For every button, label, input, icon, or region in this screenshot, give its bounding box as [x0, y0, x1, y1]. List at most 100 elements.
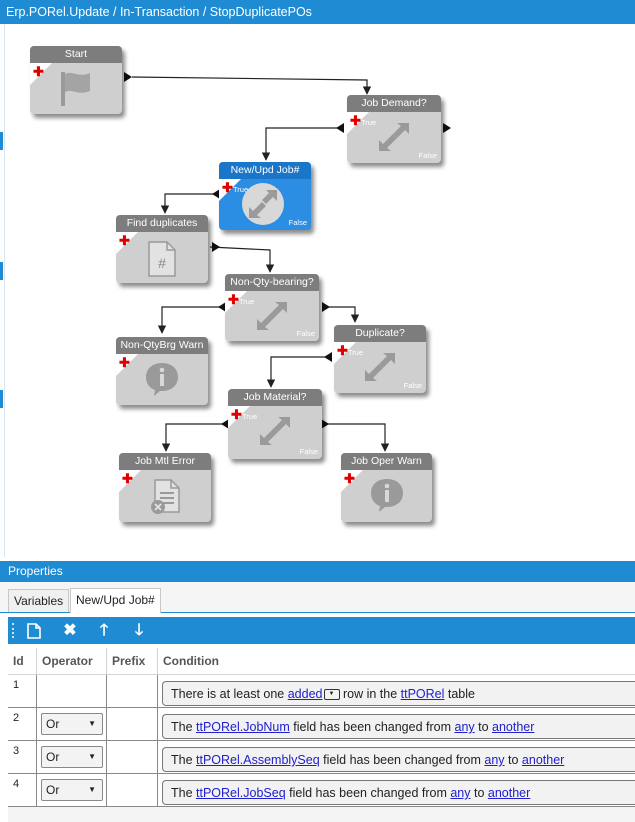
workflow-node-job-demand[interactable]: Job Demand? ✚ True False — [347, 95, 441, 163]
condition-link-to[interactable]: another — [492, 720, 535, 734]
true-branch-label: True — [233, 185, 249, 194]
condition-text: The ttPORel.JobNum field has been change… — [162, 714, 635, 739]
node-title: Start — [30, 46, 122, 63]
condition-text: The ttPORel.JobSeq field has been change… — [162, 780, 635, 805]
node-corner — [228, 406, 250, 428]
column-header-id: Id — [8, 648, 37, 675]
condition-link-from[interactable]: any — [450, 786, 471, 800]
node-title: Find duplicates — [116, 215, 208, 232]
canvas-edge-marker — [0, 390, 3, 408]
error-document-icon — [151, 479, 180, 514]
node-corner — [119, 470, 141, 492]
toolbar-grip — [12, 623, 16, 638]
column-header-condition: Condition — [158, 648, 635, 675]
condition-link-to[interactable]: another — [487, 786, 531, 800]
add-icon[interactable]: ✚ — [119, 355, 130, 370]
add-icon[interactable]: ✚ — [119, 233, 130, 248]
node-title: Non-QtyBrg Warn — [116, 337, 208, 354]
workflow-node-find-duplicates[interactable]: Find duplicates ✚ # — [116, 215, 208, 283]
workflow-node-duplicate[interactable]: Duplicate? ✚ True False — [334, 325, 426, 393]
condition-link-from[interactable]: any — [484, 753, 505, 767]
condition-cell: The ttPORel.AssemblySeq field has been c… — [158, 741, 635, 774]
table-row-id: 3 — [8, 741, 37, 774]
prefix-cell[interactable] — [107, 675, 158, 708]
node-corner — [341, 470, 363, 492]
node-corner — [30, 63, 52, 85]
move-down-icon[interactable]: 🡓 — [134, 622, 144, 639]
true-branch-label: True — [361, 118, 377, 127]
canvas-edge-marker — [0, 132, 3, 150]
svg-text:#: # — [158, 255, 166, 271]
tab-new-upd-job[interactable]: New/Upd Job# — [70, 588, 161, 613]
workflow-node-job-material[interactable]: Job Material? ✚ True False — [228, 389, 322, 459]
new-icon[interactable] — [24, 621, 44, 641]
hash-document-icon: # — [148, 241, 176, 277]
add-icon[interactable]: ✚ — [337, 343, 348, 358]
operator-select[interactable]: Or▼ — [41, 746, 103, 768]
dropdown-arrow-icon: ▼ — [88, 752, 96, 761]
node-corner — [116, 354, 138, 376]
info-bubble-icon — [371, 479, 403, 512]
column-header-operator: Operator — [37, 648, 107, 675]
tab-variables[interactable]: Variables — [8, 589, 70, 612]
prefix-cell[interactable] — [107, 741, 158, 774]
properties-panel-title: Properties — [0, 561, 635, 582]
condition-link-table[interactable]: ttPORel — [400, 687, 445, 701]
add-icon[interactable]: ✚ — [350, 113, 361, 128]
table-footer — [8, 807, 635, 822]
move-up-icon[interactable]: 🡑 — [99, 622, 109, 639]
dropdown-arrow-icon: ▼ — [88, 785, 96, 794]
operator-select[interactable]: Or▼ — [41, 713, 103, 735]
workflow-node-non-qtybrg-warn[interactable]: Non-QtyBrg Warn ✚ — [116, 337, 208, 405]
condition-link-added[interactable]: added — [287, 687, 323, 701]
add-icon[interactable]: ✚ — [122, 471, 133, 486]
condition-cell: There is at least one added▼ row in the … — [158, 675, 635, 708]
table-row-id: 1 — [8, 675, 37, 708]
node-corner — [225, 291, 247, 313]
workflow-node-new-upd-job[interactable]: New/Upd Job# ✚ True False — [219, 162, 311, 230]
workflow-node-job-oper-warn[interactable]: Job Oper Warn ✚ — [341, 453, 432, 522]
add-icon[interactable]: ✚ — [33, 64, 44, 79]
table-row-id: 4 — [8, 774, 37, 807]
connector-lines — [124, 72, 451, 452]
info-bubble-icon — [146, 363, 178, 396]
condition-link-field[interactable]: ttPORel.AssemblySeq — [196, 753, 320, 767]
add-icon[interactable]: ✚ — [228, 292, 239, 307]
true-branch-label: True — [348, 348, 364, 357]
node-corner — [219, 179, 241, 201]
condition-arrows-icon — [260, 417, 290, 445]
true-branch-label: True — [239, 297, 255, 306]
node-title: Job Demand? — [347, 95, 441, 112]
false-branch-label: False — [288, 218, 307, 227]
false-branch-label: False — [296, 329, 315, 338]
delete-icon[interactable]: ✖ — [63, 622, 77, 639]
workflow-node-start[interactable]: Start ✚ — [30, 46, 122, 114]
conditions-table: Id Operator Prefix Condition 1 There is … — [8, 648, 635, 822]
add-icon[interactable]: ✚ — [231, 407, 242, 422]
conditions-toolbar: ✖ 🡑 🡓 — [8, 617, 635, 644]
condition-link-field[interactable]: ttPORel.JobSeq — [196, 786, 286, 800]
node-title: New/Upd Job# — [219, 162, 311, 179]
condition-link-to[interactable]: another — [521, 753, 565, 767]
workflow-node-job-mtl-error[interactable]: Job Mtl Error ✚ — [119, 453, 211, 522]
prefix-cell[interactable] — [107, 774, 158, 807]
operator-cell: Or▼ — [37, 741, 107, 774]
condition-link-from[interactable]: any — [454, 720, 475, 734]
condition-arrows-icon — [379, 123, 409, 151]
false-branch-label: False — [299, 447, 318, 456]
condition-arrows-icon — [365, 353, 395, 381]
operator-select[interactable]: Or▼ — [41, 779, 103, 801]
workflow-node-non-qty-bearing[interactable]: Non-Qty-bearing? ✚ True False — [225, 274, 319, 341]
node-title: Job Oper Warn — [341, 453, 432, 470]
condition-link-field[interactable]: ttPORel.JobNum — [196, 720, 290, 734]
condition-text: There is at least one added▼ row in the … — [162, 681, 635, 706]
false-branch-label: False — [418, 151, 437, 160]
condition-arrows-icon — [257, 302, 287, 330]
canvas-edge-marker — [0, 262, 3, 280]
column-header-prefix: Prefix — [107, 648, 158, 675]
node-corner — [116, 232, 138, 254]
chevron-down-icon[interactable]: ▼ — [323, 689, 340, 701]
add-icon[interactable]: ✚ — [222, 180, 233, 195]
add-icon[interactable]: ✚ — [344, 471, 355, 486]
prefix-cell[interactable] — [107, 708, 158, 741]
